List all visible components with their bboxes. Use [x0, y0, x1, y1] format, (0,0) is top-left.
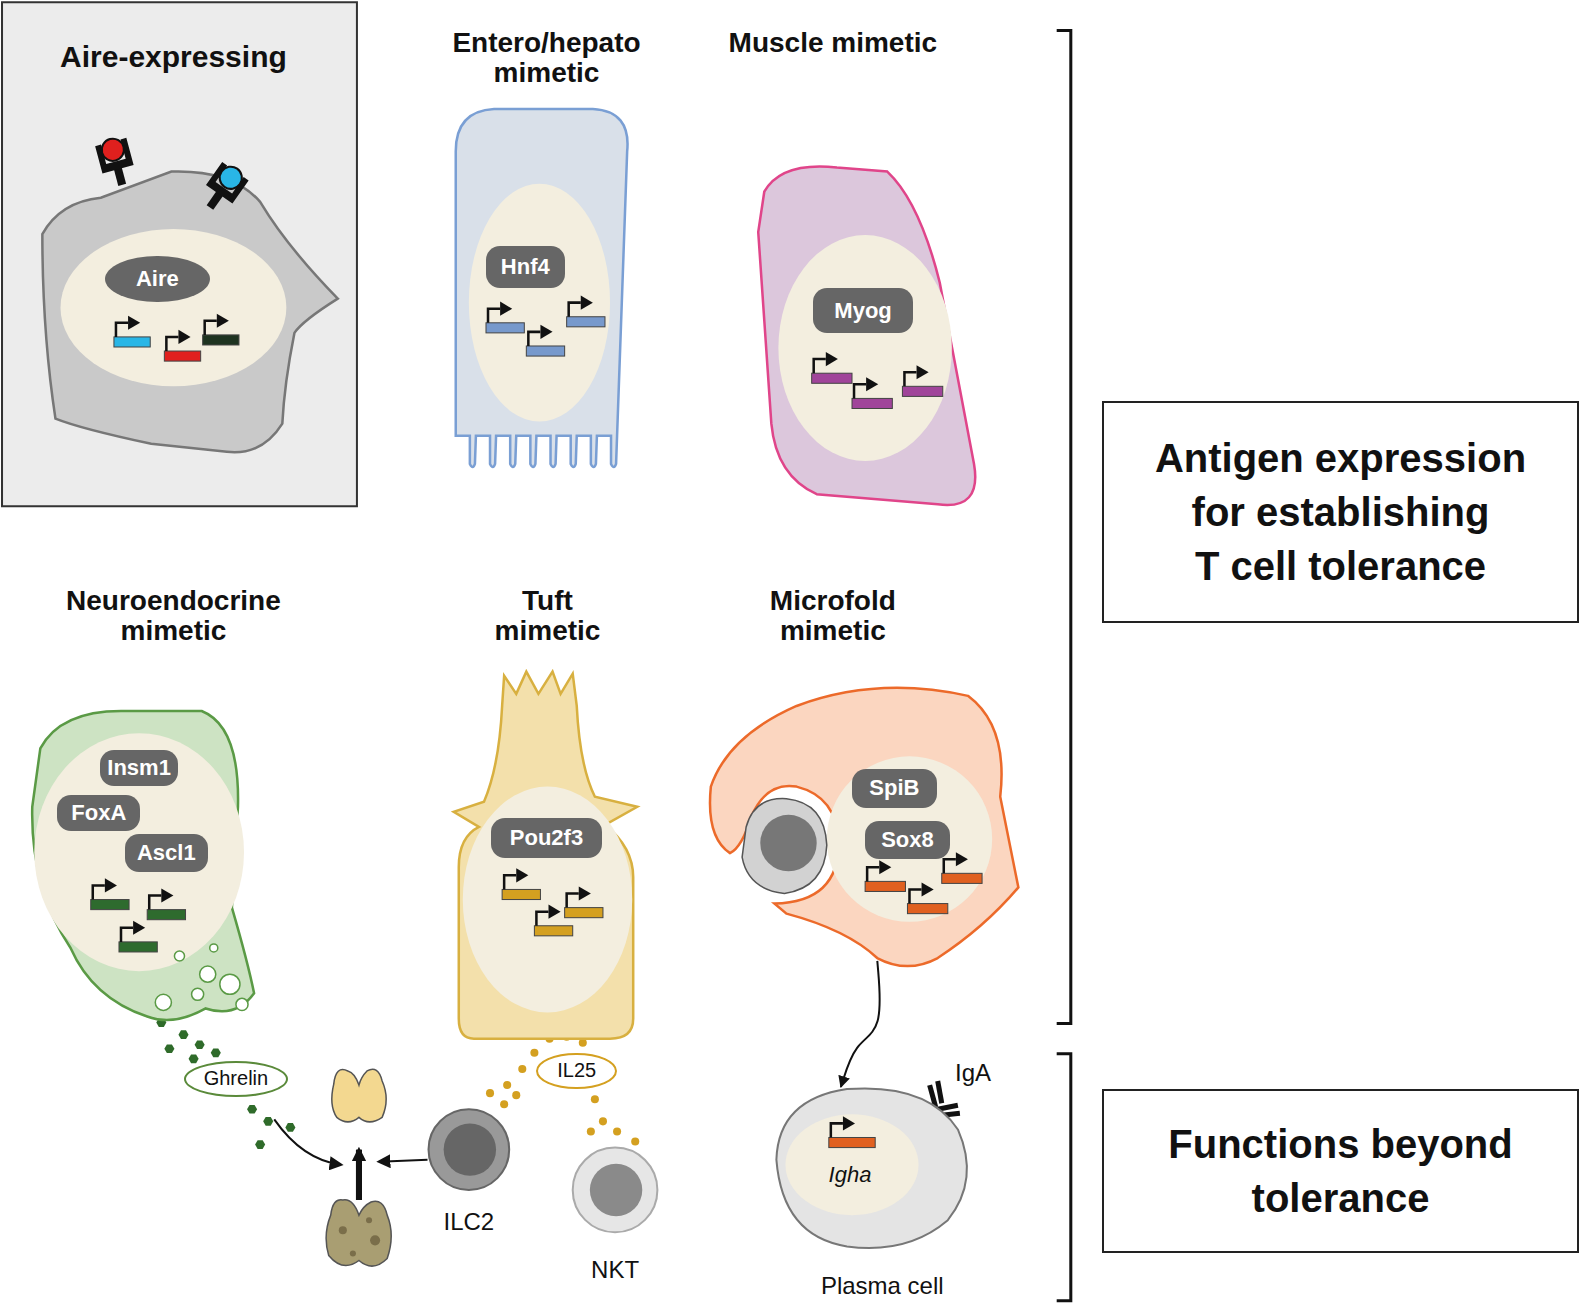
cell-label: Tuft mimetic [472, 586, 623, 646]
factor-name: Ascl1 [125, 834, 208, 872]
cell-label: Igha [810, 1162, 891, 1188]
transcription-factor: Aire [105, 256, 210, 302]
transcription-factor: Hnf4 [486, 246, 565, 288]
factor-name: Sox8 [865, 821, 950, 859]
category-text: Functions beyond tolerance [1104, 1091, 1577, 1251]
transcription-factor: SpiB [852, 769, 937, 807]
ilc2-arrow [379, 1160, 427, 1162]
cell-label: Plasma cell [781, 1272, 983, 1300]
iga-antibody [916, 1081, 960, 1121]
cell-label: Microfold mimetic [742, 586, 923, 646]
ghrelin-dots [156, 1018, 295, 1149]
plasma-cell: IghaPlasma cell [768, 1087, 970, 1250]
cell-label: Ghrelin [186, 1063, 287, 1095]
factor-name: Myog [813, 288, 914, 332]
thymus-involuted [326, 1200, 391, 1266]
cell-label: Neuroendocrine mimetic [22, 586, 324, 646]
factor-name: FoxA [57, 795, 140, 831]
transcription-factor: FoxA [57, 795, 140, 831]
factor-name: Pou2f3 [491, 818, 602, 858]
ilc2-cell: ILC2 [429, 1109, 510, 1190]
ghrelin-arrow [274, 1119, 341, 1164]
transcription-factor: Pou2f3 [491, 818, 602, 858]
factor-name: Aire [105, 256, 210, 302]
factor-name: Hnf4 [486, 246, 565, 288]
nkt-cell: NKT [573, 1147, 658, 1232]
connector-arrow [841, 961, 880, 1087]
category-text: Antigen expression for establishing T ce… [1104, 403, 1577, 621]
thymus-healthy [332, 1069, 386, 1122]
bracket [1057, 1054, 1071, 1301]
il25-oval: IL25 [536, 1053, 617, 1089]
bracket [1057, 30, 1071, 1023]
muscle-cell: Muscle mimeticMyog [756, 161, 983, 509]
factor-name: Insm1 [100, 750, 179, 786]
ghrelin-oval: Ghrelin [184, 1061, 289, 1097]
transcription-factor: Sox8 [865, 821, 950, 859]
regeneration-arrow [356, 1150, 362, 1200]
cell-label: Aire-expressing [2, 41, 345, 73]
aire-panel: Aire-expressingAire [0, 0, 359, 508]
transcription-factor: Ascl1 [125, 834, 208, 872]
transcription-factor: Myog [813, 288, 914, 332]
neuroendocrine-cell: Neuroendocrine mimeticInsm1FoxAAscl1 [30, 709, 257, 1024]
cell-label: ILC2 [418, 1208, 519, 1236]
category-box: Antigen expression for establishing T ce… [1102, 401, 1579, 623]
antibody-label: IgA [943, 1059, 1003, 1087]
factor-name: SpiB [852, 769, 937, 807]
cell-label: Entero/hepato mimetic [420, 28, 672, 88]
transcription-factor: Insm1 [100, 750, 179, 786]
il25-dots [486, 1033, 639, 1146]
enterohepato-cell: Entero/hepato mimeticHnf4 [447, 106, 634, 474]
cell-label: IL25 [538, 1055, 615, 1087]
tuft-cell: Tuft mimeticPou2f3 [452, 670, 640, 1043]
cell-label: NKT [565, 1256, 666, 1284]
microfold-cell: Microfold mimeticSpiBSox8 [706, 674, 1024, 976]
cell-label: Muscle mimetic [727, 28, 939, 58]
category-box: Functions beyond tolerance [1102, 1089, 1579, 1253]
